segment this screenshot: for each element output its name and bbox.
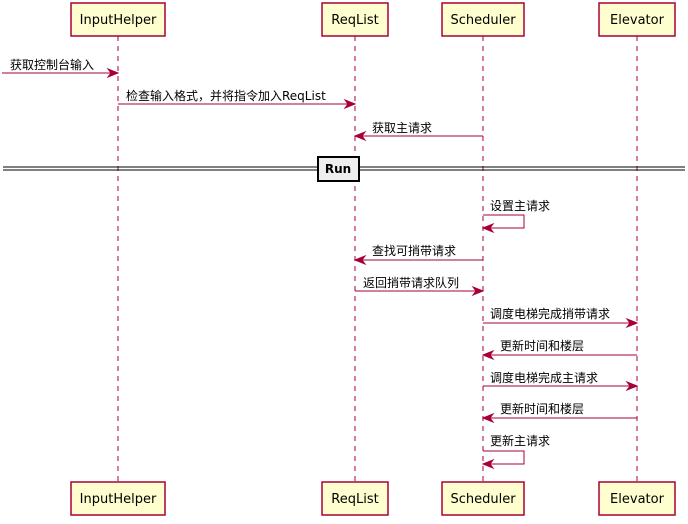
participant-elevator-bottom: Elevator [598, 481, 676, 516]
divider-run: Run [3, 156, 685, 182]
message-label: 返回捎带请求队列 [363, 275, 459, 290]
message-label: 更新时间和楼层 [500, 401, 584, 416]
message-label: 获取主请求 [372, 121, 432, 135]
message-find-piggyback-requests: 查找可捎带请求 [353, 244, 483, 266]
message-return-piggyback-queue: 返回捎带请求队列 [355, 275, 485, 297]
message-label: 检查输入格式，并将指令加入ReqList [126, 88, 326, 103]
message-label: 调度电梯完成捎带请求 [490, 306, 610, 321]
message-label: 调度电梯完成主请求 [490, 370, 598, 385]
participant-label: ReqList [331, 13, 378, 28]
participant-label: InputHelper [80, 13, 157, 28]
message-check-input-format: 检查输入格式，并将指令加入ReqList [118, 88, 357, 110]
message-set-main-request: 设置主请求 [481, 199, 550, 234]
participant-label: ReqList [331, 492, 378, 507]
message-update-main-request: 更新主请求 [481, 433, 550, 470]
participant-reqlist-bottom: ReqList [321, 481, 389, 516]
divider-label: Run [325, 162, 351, 176]
participant-inputhelper-bottom: InputHelper [70, 481, 166, 516]
message-dispatch-main: 调度电梯完成主请求 [483, 370, 639, 392]
participant-reqlist-top: ReqList [321, 2, 389, 37]
participant-label: Elevator [610, 13, 665, 28]
participant-label: InputHelper [80, 492, 157, 507]
participant-elevator-top: Elevator [598, 2, 676, 37]
message-update-time-floor-2: 更新时间和楼层 [481, 401, 637, 424]
message-get-main-request: 获取主请求 [353, 121, 483, 142]
message-label: 查找可捎带请求 [372, 244, 456, 258]
message-label: 更新主请求 [490, 433, 550, 448]
participant-scheduler-top: Scheduler [441, 2, 525, 37]
message-get-console-input: 获取控制台输入 [2, 57, 120, 79]
participant-inputhelper-top: InputHelper [70, 2, 166, 37]
participant-label: Scheduler [450, 13, 516, 28]
message-label: 设置主请求 [490, 199, 550, 213]
message-dispatch-piggyback: 调度电梯完成捎带请求 [483, 306, 639, 329]
message-update-time-floor-1: 更新时间和楼层 [481, 338, 637, 361]
participant-scheduler-bottom: Scheduler [441, 481, 525, 516]
participant-label: Scheduler [450, 492, 516, 507]
message-label: 更新时间和楼层 [500, 338, 584, 353]
participant-label: Elevator [610, 492, 665, 507]
message-label: 获取控制台输入 [10, 57, 94, 72]
